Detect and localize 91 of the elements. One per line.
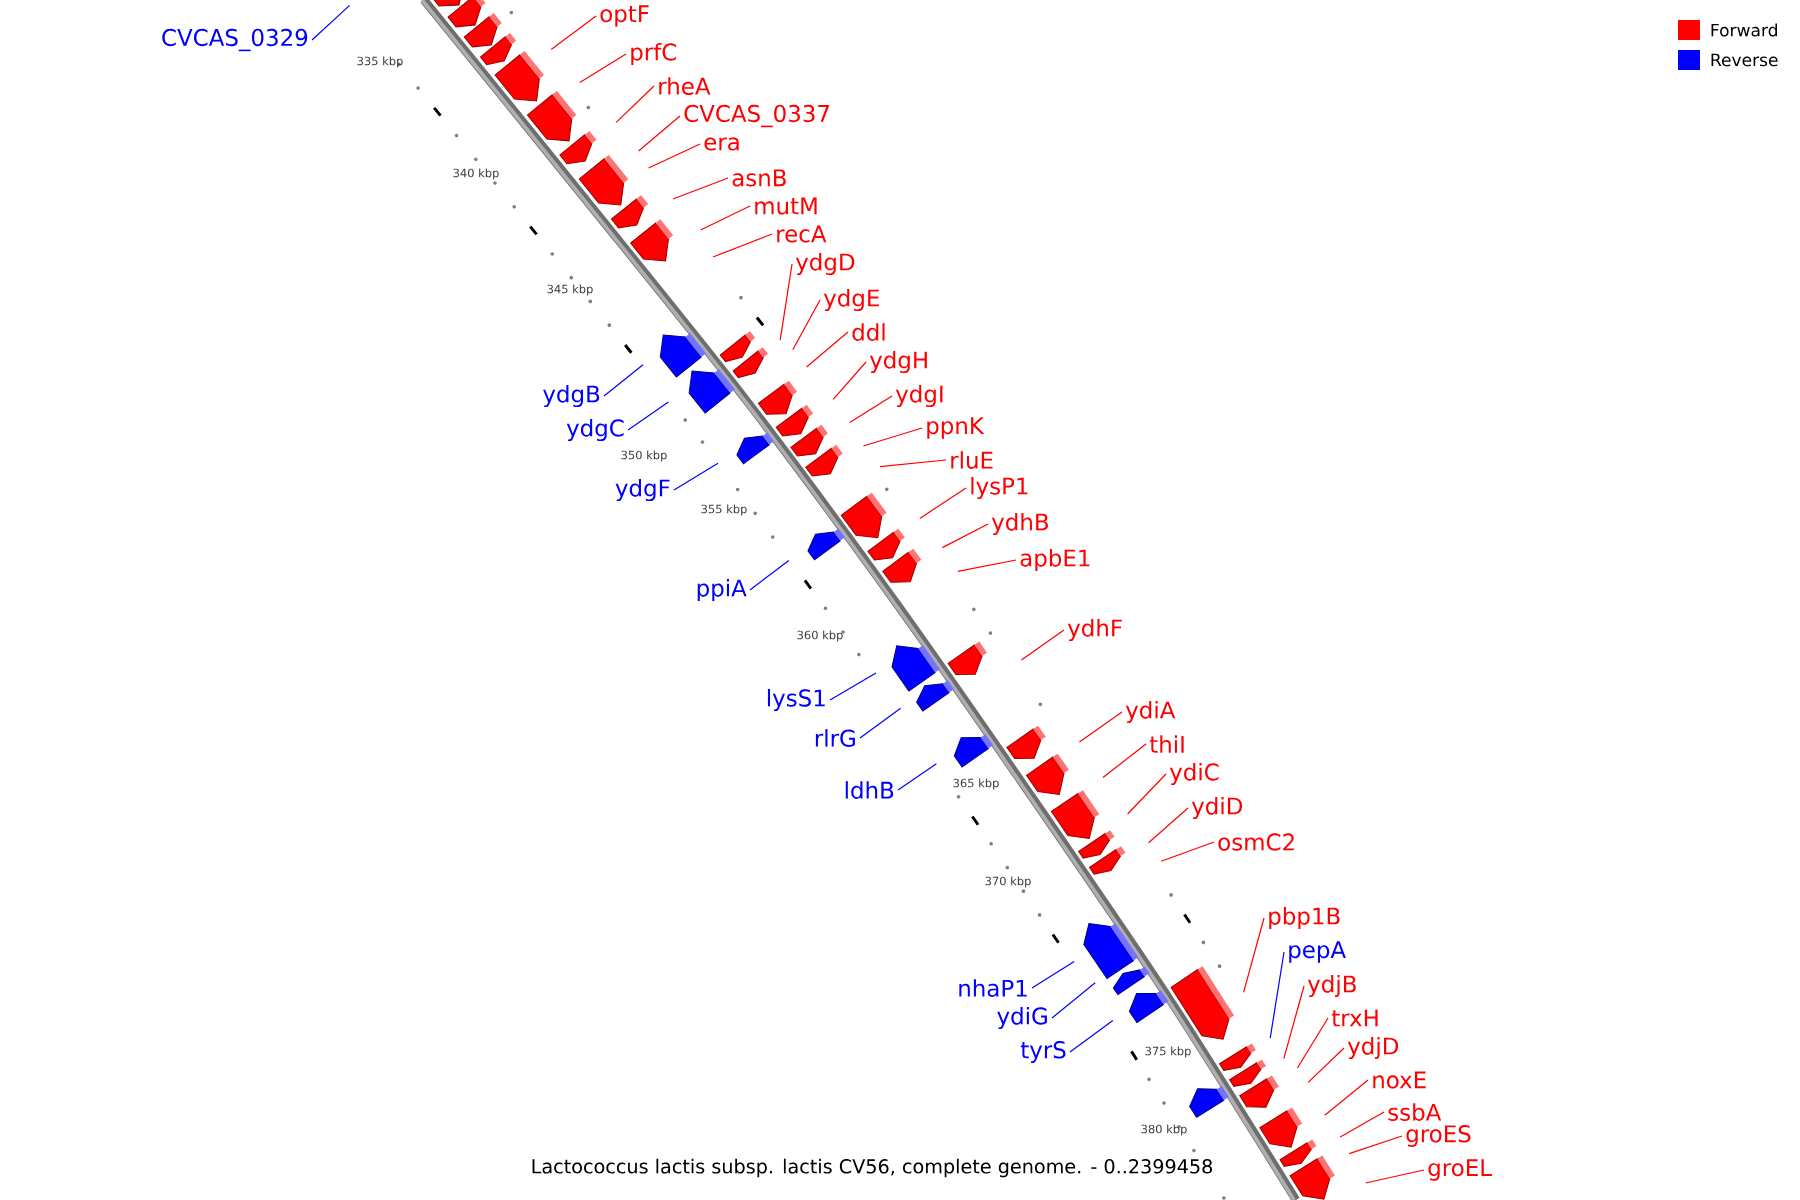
gene-label: ydgE <box>823 288 879 312</box>
leader-line <box>879 459 947 468</box>
leader-line <box>832 361 867 400</box>
gene-label: ddl <box>852 323 885 341</box>
leader-line <box>311 4 351 41</box>
caption: Lactococcus lactis subsp. lactis CV56, complete genome. - 0..2399458 <box>528 1156 1216 1180</box>
leader-line <box>673 462 719 491</box>
gene-label: ydiD <box>1191 796 1243 820</box>
gene-label: ydiG <box>997 1006 1047 1030</box>
gene-label: osmC2 <box>1218 833 1294 851</box>
gene-label: ydiC <box>1169 762 1219 786</box>
leader-line <box>862 427 923 447</box>
leader-line <box>849 395 893 424</box>
gene-label: recA <box>777 225 827 243</box>
leader-line <box>1051 982 1096 1019</box>
leader-line <box>859 707 902 739</box>
leader-line <box>603 364 644 397</box>
gene-label: ydgC <box>566 418 624 442</box>
gene-label: pbp1B <box>1269 906 1340 930</box>
leader-line <box>1365 1169 1425 1184</box>
leader-line <box>1148 807 1189 844</box>
leader-line <box>1102 743 1147 778</box>
gene-label: asnB <box>732 169 786 187</box>
gene-label: trxH <box>1331 1009 1378 1027</box>
gene-label: era <box>704 137 739 151</box>
leader-line <box>1324 1079 1369 1116</box>
leader-line <box>749 559 790 591</box>
gene-label: prfC <box>631 42 677 66</box>
gene-label: ydgH <box>869 350 927 374</box>
leader-line <box>1127 773 1167 815</box>
gene-label: ydjB <box>1307 974 1356 998</box>
gene-label: CVCAS_0329 <box>162 28 308 52</box>
gene-label: ydjD <box>1347 1036 1399 1060</box>
leader-line <box>1031 960 1075 989</box>
gene-label: lysS1 <box>767 688 825 712</box>
gene-label: ydgF <box>615 478 670 502</box>
leader-line <box>1339 1111 1385 1138</box>
gene-label: thiI <box>1149 735 1184 753</box>
gene-label: ssbA <box>1388 1103 1442 1121</box>
gene-label: rluE <box>951 451 993 469</box>
gene-label: CVCAS_0337 <box>684 104 829 128</box>
leader-line <box>638 115 681 152</box>
gene-label: ydiA <box>1125 700 1176 724</box>
legend-label: Reverse <box>1711 53 1778 67</box>
gene-label: apbE1 <box>1020 548 1090 572</box>
leader-line <box>779 263 793 341</box>
leader-line <box>1348 1135 1403 1155</box>
leader-line <box>712 233 773 258</box>
gene-label: ppnK <box>927 417 985 439</box>
gene-label: ydgI <box>895 384 943 408</box>
leader-line <box>648 143 701 169</box>
gene-label: pepA <box>1289 941 1346 963</box>
leader-line <box>550 15 597 51</box>
gene-label: rheA <box>659 77 711 95</box>
gene-label: mutM <box>755 197 817 215</box>
leader-line <box>1243 917 1265 993</box>
leader-line <box>615 85 655 123</box>
gene-label: ldhB <box>845 781 894 799</box>
leader-line <box>1020 629 1065 661</box>
gene-label: ydgB <box>543 384 600 408</box>
gene-label: groES <box>1406 1125 1471 1147</box>
gene-label: ydgD <box>795 252 855 276</box>
leader-line <box>579 53 627 84</box>
leader-line <box>1269 951 1285 1039</box>
leader-line <box>806 331 849 368</box>
leader-line <box>792 299 821 351</box>
leader-line <box>700 205 751 231</box>
leader-line <box>1307 1047 1345 1083</box>
gene-label: ppiA <box>697 578 747 602</box>
leader-line <box>1160 841 1215 862</box>
gene-label: nhaP1 <box>959 979 1027 997</box>
gene-label: rlrG <box>815 729 855 747</box>
gene-label: lysP1 <box>971 476 1028 500</box>
gene-label: ydhF <box>1067 618 1122 642</box>
gene-label: optF <box>600 5 649 27</box>
gene-label: noxE <box>1373 1071 1426 1089</box>
leader-line <box>1296 1017 1329 1069</box>
leader-line <box>672 177 729 200</box>
gene-label: groEL <box>1428 1159 1492 1181</box>
leader-line <box>1078 711 1123 743</box>
leader-line <box>1069 1019 1114 1053</box>
leader-line <box>919 487 967 519</box>
leader-line <box>627 401 669 431</box>
leader-line <box>957 559 1017 572</box>
leader-line <box>1283 985 1305 1060</box>
legend-label: Forward <box>1711 23 1777 37</box>
leader-line <box>829 672 877 701</box>
leader-line <box>897 763 937 791</box>
gene-label: tyrS <box>1020 1041 1066 1063</box>
leader-line <box>941 523 989 549</box>
gene-label: ydhB <box>991 512 1048 536</box>
